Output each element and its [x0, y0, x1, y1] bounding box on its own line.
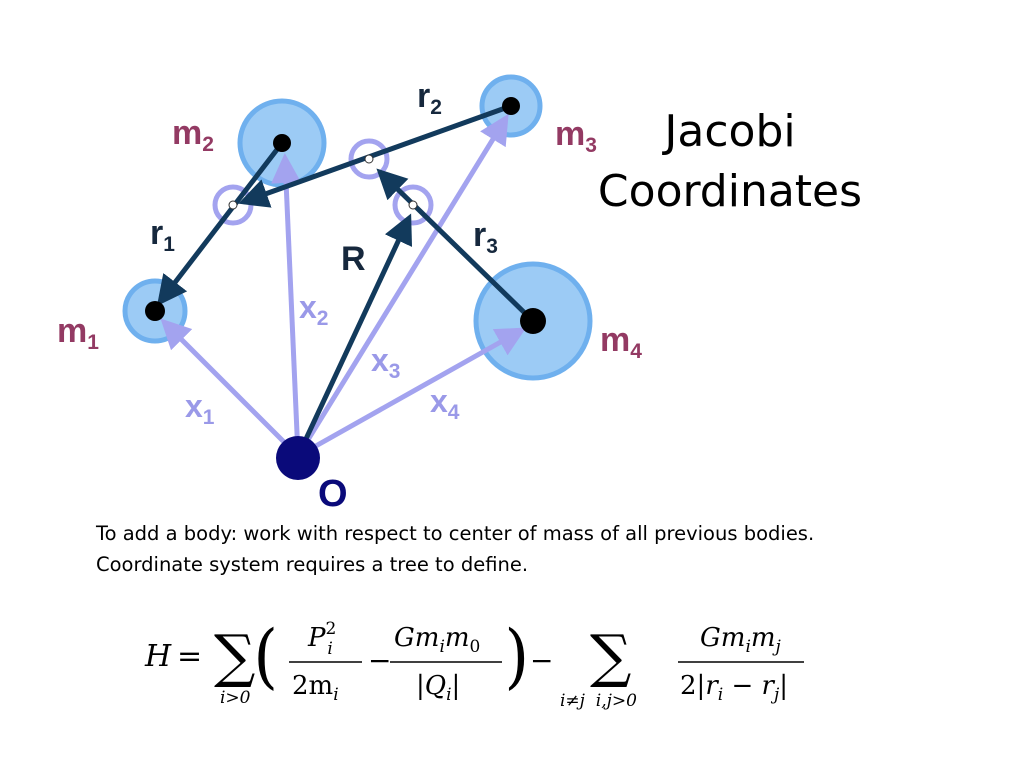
label-r3: r3: [473, 216, 498, 258]
label-x2: x2: [299, 289, 328, 330]
caption-line-2: Coordinate system requires a tree to def…: [96, 553, 529, 576]
arrow-x3: [295, 113, 509, 458]
com-dot-12: [228, 200, 238, 210]
mass-center-m3: [502, 97, 520, 115]
arrow-R: [295, 213, 413, 458]
term3-denominator: 2|ri − rj|: [680, 671, 788, 705]
label-r1: r1: [150, 214, 175, 256]
arrow-r1: [156, 141, 284, 306]
label-m1: m1: [57, 312, 99, 354]
sum-symbol-2: ∑: [590, 622, 631, 690]
mass-center-m1: [145, 301, 165, 321]
arrow-x4: [296, 327, 527, 459]
slide-title: Jacobi Coordinates: [560, 102, 900, 222]
mass-center-m4: [520, 308, 546, 334]
label-m4: m4: [600, 321, 642, 363]
sum-symbol-1: ∑: [214, 622, 255, 690]
term1-denominator: 2mi: [292, 671, 339, 705]
formula-equals: =: [177, 639, 202, 674]
title-line-1: Jacobi: [664, 106, 796, 157]
caption: To add a body: work with respect to cent…: [96, 518, 814, 580]
term2-denominator: |Qi|: [416, 671, 460, 705]
arrow-r2: [238, 103, 512, 208]
sum-1-subscript: i>0: [220, 688, 251, 708]
arrow-x1: [160, 318, 300, 458]
formula-lhs: H: [144, 639, 172, 674]
label-m2: m2: [172, 114, 214, 156]
jacobi-diagram: m2 m3 m1 m4 r1 r2 r3 R x1 x2 x3 x4 O: [57, 74, 642, 515]
label-r2: r2: [417, 77, 442, 119]
minus-2: −: [530, 644, 553, 677]
paren-close: ): [505, 615, 530, 697]
label-m3: m3: [555, 115, 597, 157]
label-origin: O: [318, 473, 348, 515]
com-dot-123: [364, 154, 374, 164]
mass-center-m2: [273, 134, 291, 152]
com-dot-all: [408, 200, 418, 210]
title-line-2: Coordinates: [597, 166, 863, 217]
label-x1: x1: [185, 388, 215, 429]
origin-point: [276, 436, 320, 480]
paren-open: (: [253, 615, 278, 697]
term2-numerator: Gmim0: [394, 623, 480, 657]
label-x3: x3: [371, 342, 400, 383]
label-x4: x4: [430, 383, 460, 424]
arrow-x2: [271, 153, 302, 457]
caption-line-1: To add a body: work with respect to cent…: [96, 522, 815, 545]
sum-2-subscript: i≠j i,j>0: [560, 691, 637, 711]
arrow-r3: [376, 168, 535, 323]
label-R: R: [341, 240, 366, 278]
minus-1: −: [368, 644, 391, 677]
term3-numerator: Gmimj: [700, 623, 782, 657]
